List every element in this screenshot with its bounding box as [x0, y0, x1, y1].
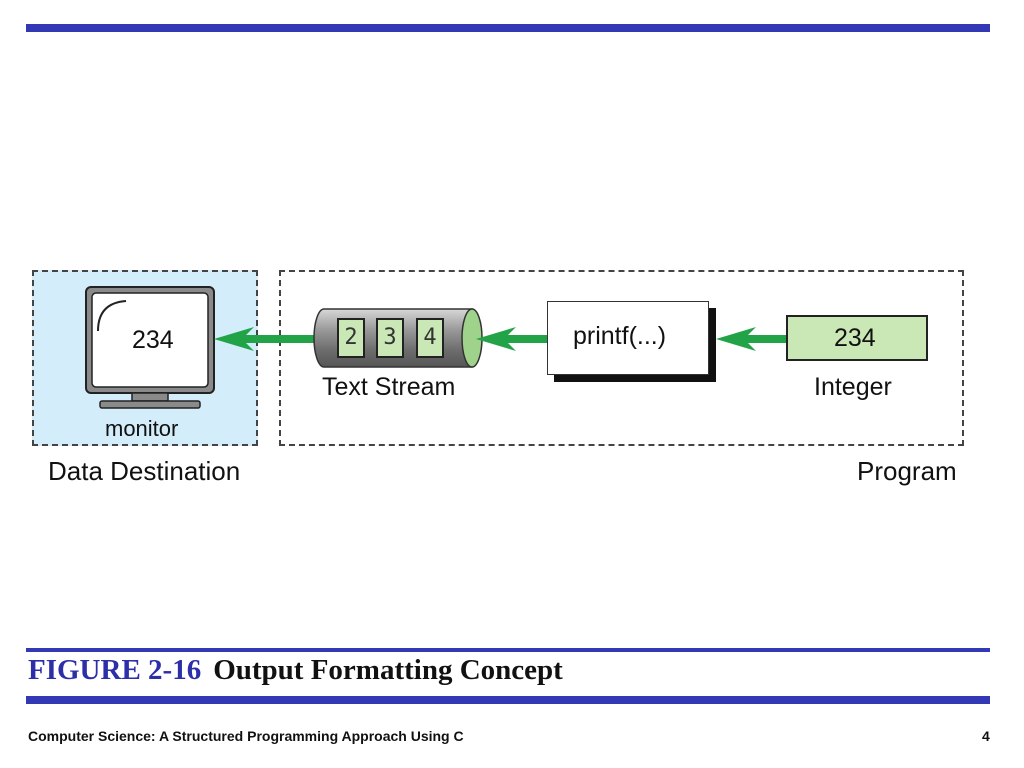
footer-page-number: 4 [982, 728, 990, 744]
integer-value: 234 [834, 324, 876, 352]
stream-char-cell: 4 [416, 318, 444, 358]
caption-top-rule [26, 648, 990, 652]
monitor-screen-value: 234 [132, 326, 174, 354]
figure-title: Output Formatting Concept [213, 654, 563, 686]
printf-box [547, 301, 709, 375]
program-caption: Program [857, 456, 957, 486]
figure-number: FIGURE 2-16 [28, 654, 202, 686]
program-box [279, 270, 964, 446]
top-rule [26, 24, 990, 32]
monitor-label: monitor [105, 416, 179, 441]
stream-char-cell: 3 [376, 318, 404, 358]
arrow-printf-to-stream [476, 327, 548, 351]
arrow-stream-to-monitor [214, 327, 316, 351]
data-destination-caption: Data Destination [48, 456, 241, 486]
printf-label: printf(...) [573, 322, 667, 350]
figure-caption: FIGURE 2-16 Output Formatting Concept [28, 654, 563, 687]
stream-char-cell: 2 [337, 318, 365, 358]
footer-book-title: Computer Science: A Structured Programmi… [28, 728, 464, 744]
text-stream-label: Text Stream [322, 373, 456, 401]
integer-value-box [786, 315, 928, 361]
caption-bottom-rule [26, 696, 990, 704]
integer-label: Integer [814, 373, 892, 401]
monitor-icon [85, 286, 215, 409]
arrow-integer-to-printf [716, 327, 788, 351]
